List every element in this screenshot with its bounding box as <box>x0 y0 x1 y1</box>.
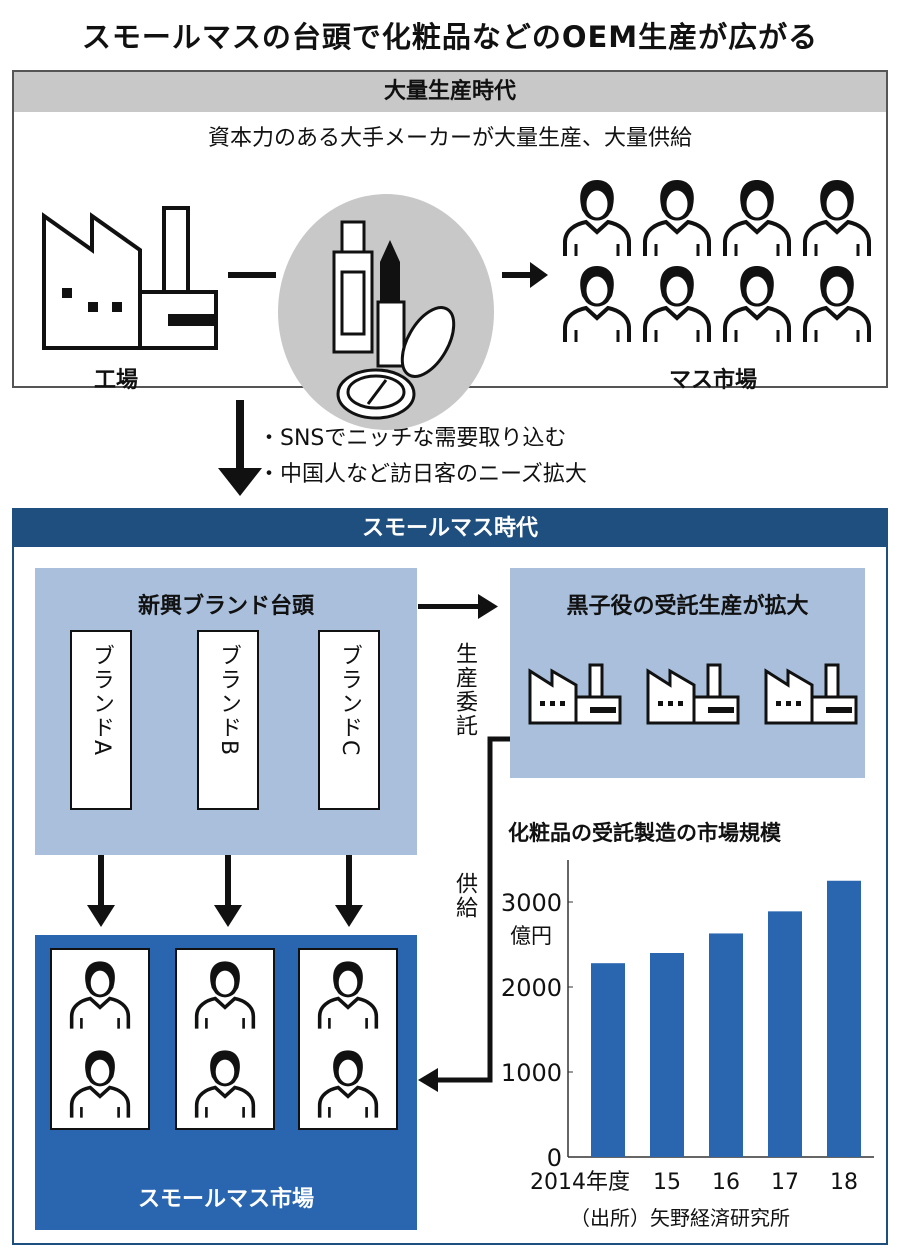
mass-era-subtitle: 資本力のある大手メーカーが大量生産、大量供給 <box>207 126 692 151</box>
person-icon <box>317 960 379 1029</box>
oem-panel-title: 黒子役の受託生産が拡大 <box>566 594 809 619</box>
commission-label: 生産委託 <box>452 642 477 738</box>
emerging-brands-panel: 新興ブランド台頭 ブランドA ブランドB ブランドC <box>35 568 417 855</box>
x-tick-label: 15 <box>653 1170 681 1195</box>
cosmetics-icon <box>278 194 494 430</box>
y-tick-label: 2000 <box>501 974 562 1002</box>
brand-label: ブランドC <box>337 644 362 758</box>
factory-label: 工場 <box>94 368 139 393</box>
transition-bullet: ・中国人など訪日客のニーズ拡大 <box>258 462 587 487</box>
person-icon <box>317 1049 379 1118</box>
x-tick-label: 18 <box>830 1170 858 1195</box>
y-tick-label: 0 <box>547 1144 562 1172</box>
person-icon <box>194 1049 256 1118</box>
small-mass-era-panel: スモールマス時代 <box>12 508 888 1245</box>
arrow-down-icon <box>218 400 262 496</box>
bar <box>591 963 625 1157</box>
brand-b-box: ブランドB <box>197 630 259 810</box>
person-icon <box>803 266 871 342</box>
supply-label: 供給 <box>452 872 477 920</box>
person-icon <box>563 266 631 342</box>
bar <box>768 911 802 1157</box>
factory-icon <box>528 663 622 725</box>
source-note: （出所）矢野経済研究所 <box>570 1206 790 1230</box>
mass-market-people <box>562 178 882 348</box>
y-tick-label: 1000 <box>501 1059 562 1087</box>
market-card-c <box>298 948 398 1130</box>
chart-title: 化粧品の受託製造の市場規模 <box>508 821 781 845</box>
person-icon <box>723 266 791 342</box>
bar <box>650 953 684 1157</box>
market-card-b <box>175 948 275 1130</box>
person-icon <box>69 1049 131 1118</box>
person-icon <box>643 180 711 256</box>
transition-bullet: ・SNSでニッチな需要取り込む <box>258 426 567 451</box>
market-size-bar-chart: 0 1000 2000 3000 億円 2014年度 15 16 17 18 （出所）矢野経済研究所 <box>501 860 874 1230</box>
arrow-right-icon <box>502 262 548 288</box>
person-icon <box>723 180 791 256</box>
person-icon <box>563 180 631 256</box>
factory-icon <box>42 206 218 350</box>
brand-a-box: ブランドA <box>70 630 132 810</box>
mass-era-header: 大量生産時代 <box>14 72 886 112</box>
bar <box>709 933 743 1157</box>
x-tick-label: 2014年度 <box>530 1170 630 1195</box>
commission-arrow-icon <box>418 594 498 619</box>
bar <box>827 880 861 1157</box>
market-card-a <box>50 948 150 1130</box>
page-title: スモールマスの台頭で化粧品などのOEM生産が広がる <box>81 20 819 54</box>
unit-label: 億円 <box>510 924 552 948</box>
small-mass-era-header: スモールマス時代 <box>14 510 886 547</box>
mass-market-label: マス市場 <box>669 368 758 393</box>
oem-factories <box>528 663 860 725</box>
person-icon <box>194 960 256 1029</box>
brand-label: ブランドA <box>89 644 114 758</box>
person-icon <box>643 266 711 342</box>
small-mass-market-label: スモールマス市場 <box>137 1187 314 1212</box>
person-icon <box>69 960 131 1029</box>
small-mass-market-panel: スモールマス市場 <box>35 935 417 1230</box>
brand-label: ブランドB <box>216 644 241 758</box>
factory-icon <box>646 663 740 725</box>
supply-arrow-icon <box>418 736 512 1092</box>
x-tick-label: 17 <box>771 1170 799 1195</box>
y-tick-label: 3000 <box>501 889 562 917</box>
factory-icon <box>764 663 858 725</box>
oem-panel: 黒子役の受託生産が拡大 <box>510 568 865 778</box>
brand-c-box: ブランドC <box>318 630 380 810</box>
x-tick-label: 16 <box>712 1170 740 1195</box>
emerging-brands-title: 新興ブランド台頭 <box>137 594 314 619</box>
person-icon <box>803 180 871 256</box>
mass-production-era-panel: 大量生産時代 資本力のある大手メーカーが大量生産、大量供給 工場 マス市場 <box>12 70 888 430</box>
connector-line <box>228 272 276 278</box>
brand-arrows <box>87 855 363 927</box>
